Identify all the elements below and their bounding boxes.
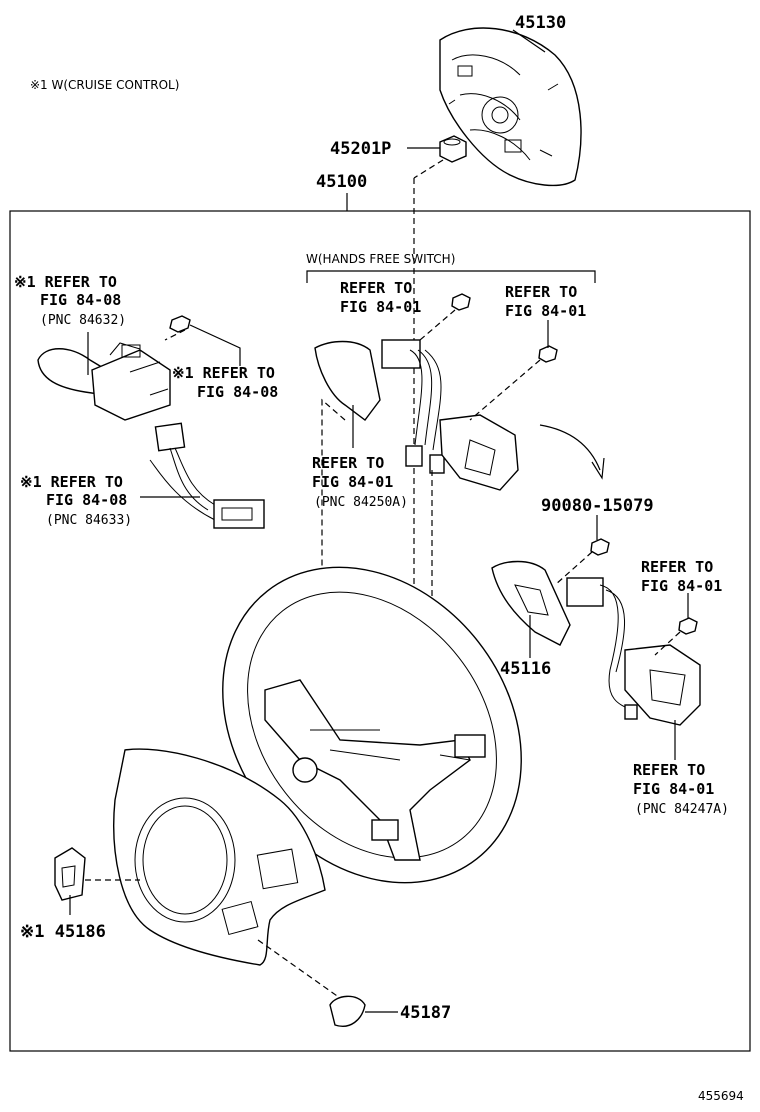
dash-left-guide [321, 398, 346, 640]
dash-90080 [554, 551, 593, 586]
ref4-line2: FIG 84-01 [340, 298, 421, 316]
part-45116: 45116 [500, 659, 551, 679]
ref8-line2: FIG 84-01 [633, 780, 714, 798]
ref1-line1: ※1 REFER TO [14, 273, 117, 291]
ref7-line1: REFER TO [641, 558, 713, 576]
ref6-line1: REFER TO [312, 454, 384, 472]
hands-free-switch-drawing [314, 339, 519, 491]
ref6-pnc: (PNC 84250A) [314, 495, 408, 510]
swap-arrow [539, 424, 601, 471]
ref5-line1: REFER TO [505, 283, 577, 301]
dash-45187 [257, 939, 341, 999]
lower-cover-drawing [113, 748, 326, 966]
swap-arrowhead [591, 457, 605, 480]
part-45100: 45100 [316, 172, 367, 192]
ref8-pnc: (PNC 84247A) [635, 802, 729, 817]
dash-nut [413, 159, 444, 179]
ref3-pnc: (PNC 84633) [46, 513, 132, 528]
dash-r5 [469, 359, 541, 421]
ref3-line1: ※1 REFER TO [20, 473, 123, 491]
screw-r5-drawing [538, 345, 558, 363]
harness-84247-drawing [566, 577, 701, 726]
part-90080-15079: 90080-15079 [541, 496, 654, 516]
diagram-id: 455694 [698, 1089, 744, 1103]
ref7-line2: FIG 84-01 [641, 577, 722, 595]
ref3-line2: FIG 84-08 [46, 491, 127, 509]
hands-free-label: W(HANDS FREE SWITCH) [306, 252, 455, 266]
ref2-line1: ※1 REFER TO [172, 364, 275, 382]
cruise-switch-drawing [37, 342, 171, 421]
airbag-module-drawing [439, 27, 582, 187]
switch-45116-drawing [491, 560, 571, 646]
part-45186: ※1 45186 [20, 922, 106, 942]
dash-r4 [419, 309, 456, 341]
steering-wheel-drawing [222, 566, 522, 884]
part-45201p: 45201P [330, 139, 391, 159]
ref6-line2: FIG 84-01 [312, 473, 393, 491]
screw-r2-drawing [169, 315, 191, 333]
screw-r7-drawing [678, 617, 698, 635]
ref8-line1: REFER TO [633, 761, 705, 779]
ref1-pnc: (PNC 84632) [40, 313, 126, 328]
ref1-line2: FIG 84-08 [40, 291, 121, 309]
screw-90080-drawing [590, 538, 610, 556]
dash-r2 [164, 329, 186, 341]
cruise-control-note: ※1 W(CRUISE CONTROL) [30, 78, 179, 92]
assembly-frame [9, 210, 751, 1052]
ref5-line2: FIG 84-01 [505, 302, 586, 320]
nut-45201p-drawing [439, 135, 467, 163]
cover-45186-drawing [54, 847, 86, 901]
screw-r4-drawing [451, 293, 471, 311]
dash-r7 [654, 631, 681, 656]
part-45187: 45187 [400, 1003, 451, 1023]
ref2-line2: FIG 84-08 [197, 383, 278, 401]
part-45130: 45130 [515, 13, 566, 33]
cruise-harness-drawing [149, 422, 265, 529]
hands-free-bracket [306, 270, 596, 283]
leader-45130 [512, 29, 546, 53]
leader-r2 [189, 324, 241, 366]
cover-45187-drawing [329, 995, 366, 1027]
ref4-line1: REFER TO [340, 279, 412, 297]
